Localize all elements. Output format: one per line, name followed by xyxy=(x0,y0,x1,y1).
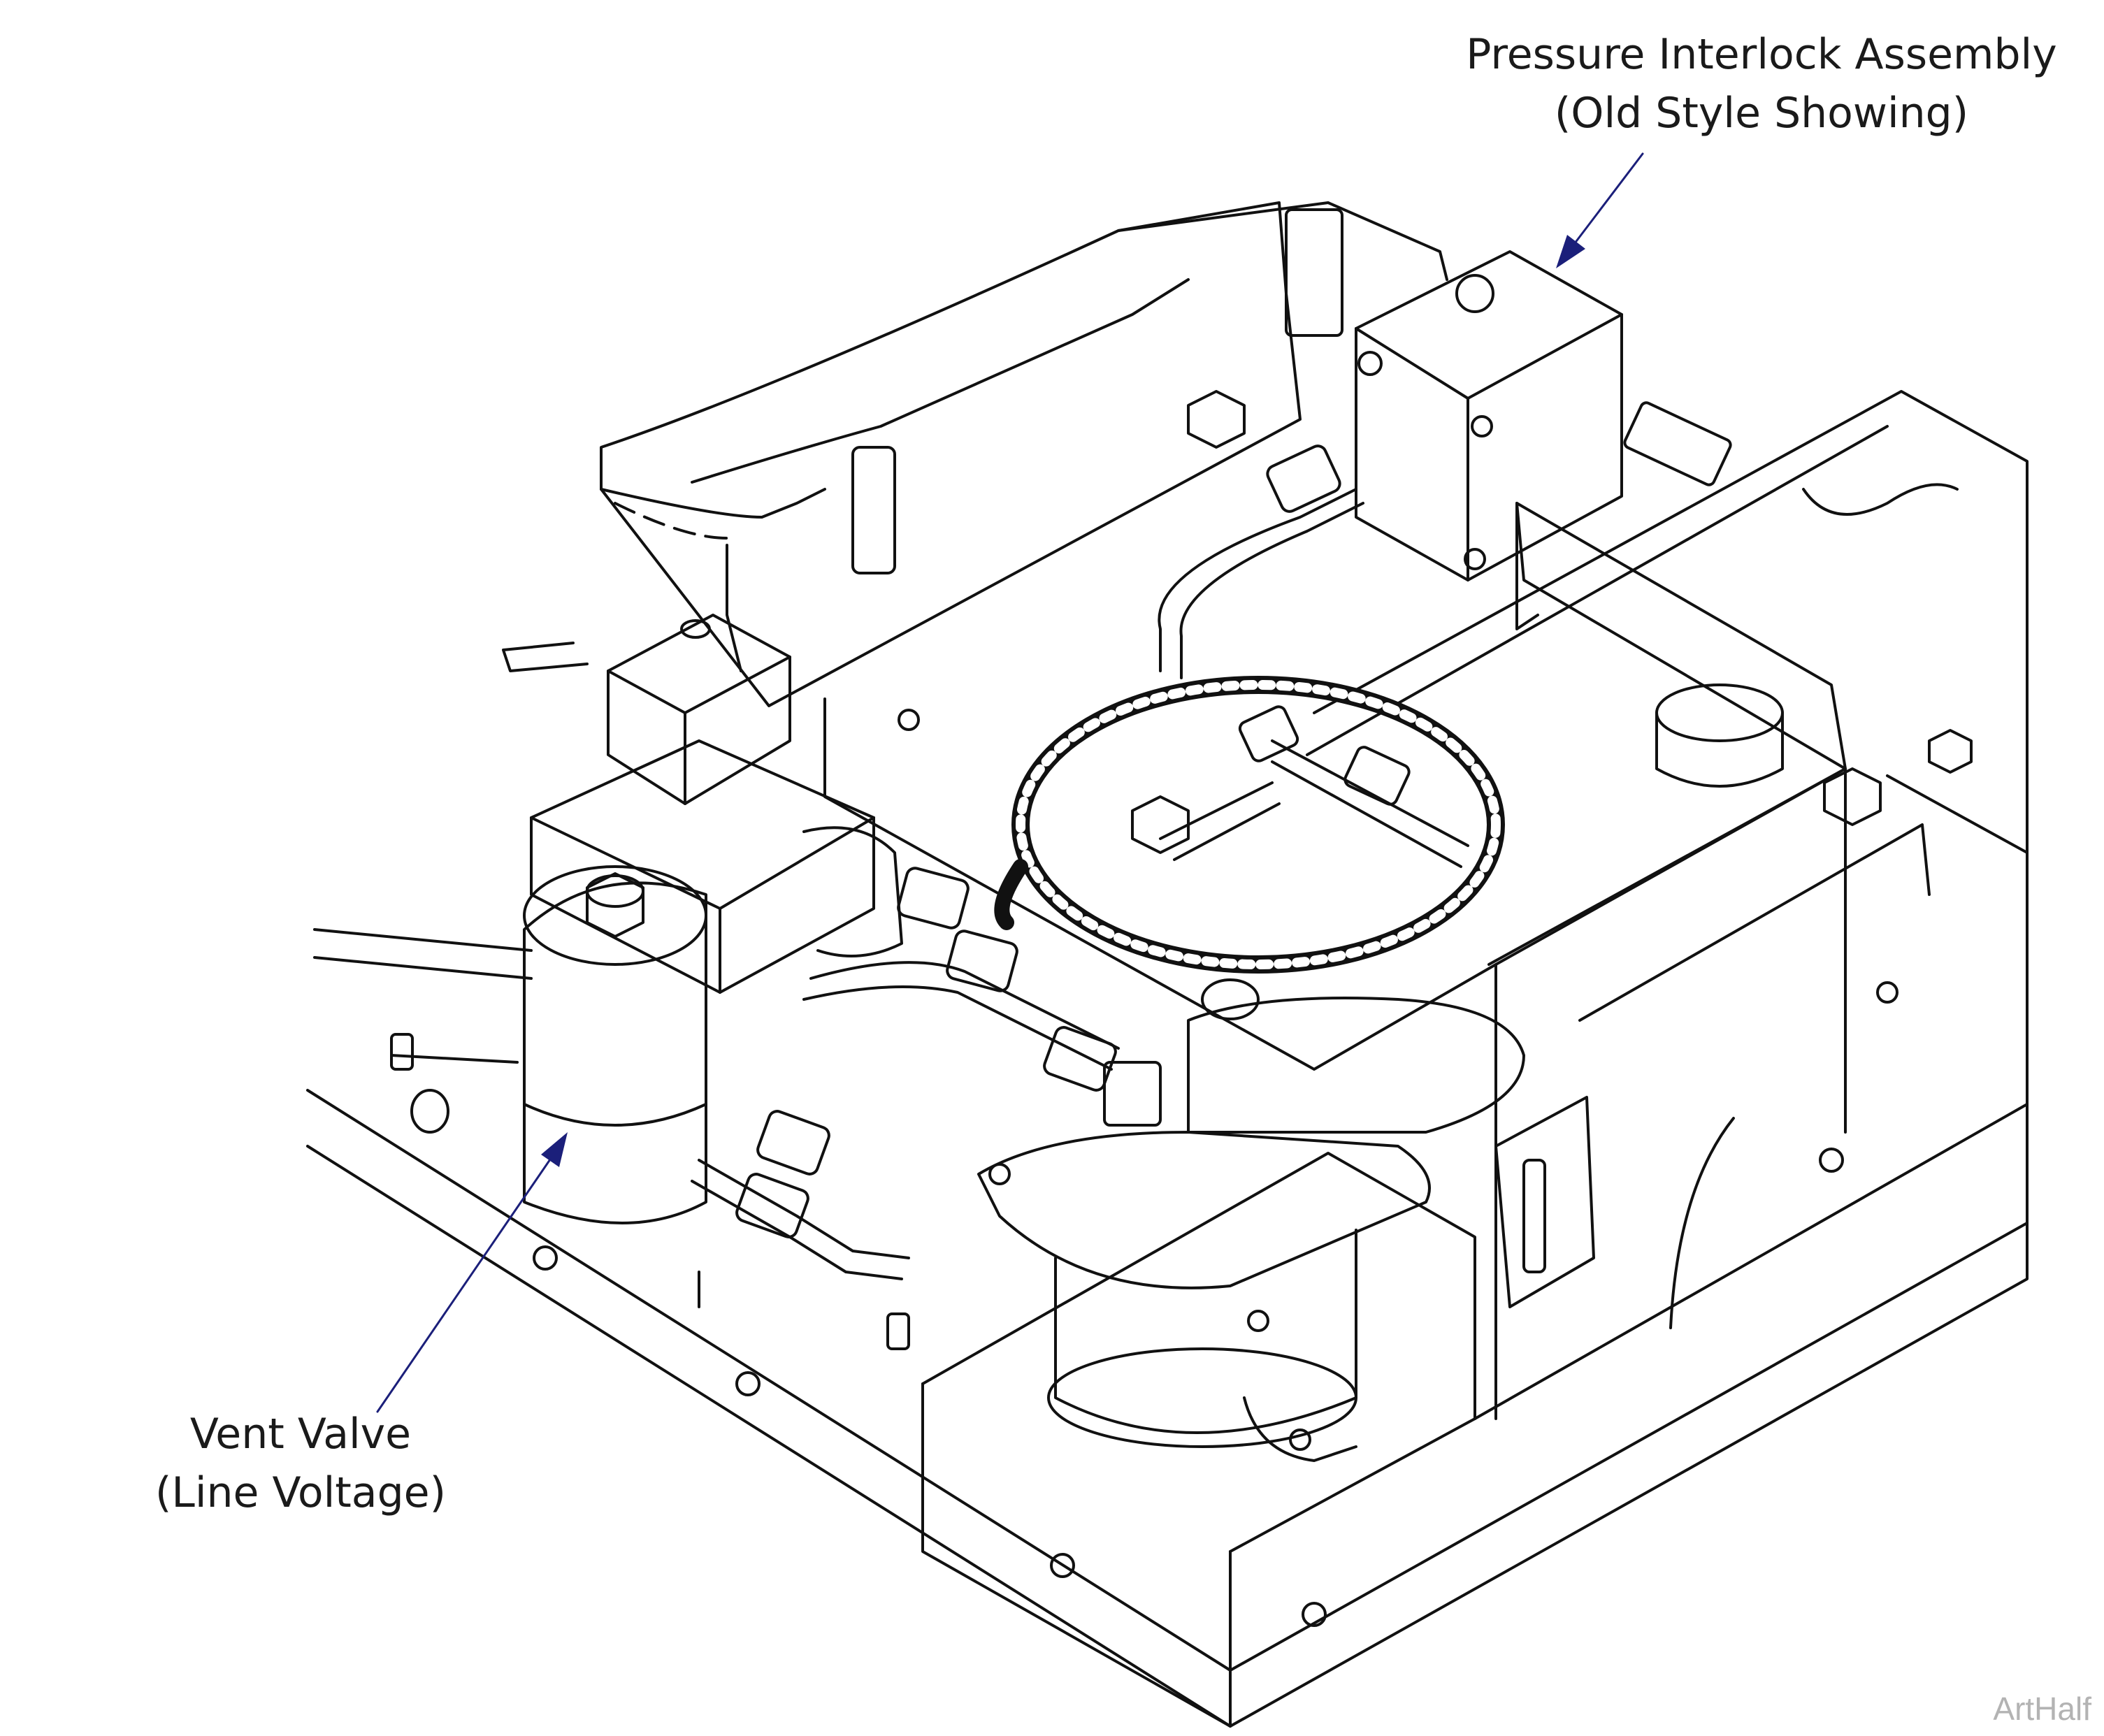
back-panel xyxy=(600,201,1448,707)
tubing xyxy=(691,444,1469,1280)
watermark-text: ArtHalf xyxy=(1993,1691,2091,1727)
leader-pressure-interlock xyxy=(1556,152,1644,268)
vent-valve-label: Vent Valve (Line Voltage) xyxy=(105,1405,496,1522)
pressure-interlock-label-line1: Pressure Interlock Assembly xyxy=(1466,30,2057,79)
fasteners xyxy=(533,390,1973,1627)
vent-valve xyxy=(313,614,903,1224)
pressure-interlock-label: Pressure Interlock Assembly (Old Style S… xyxy=(1426,25,2097,143)
pressure-interlock-label-line2: (Old Style Showing) xyxy=(1554,89,1969,138)
pump-motor xyxy=(977,978,1525,1462)
pressure-interlock-assembly xyxy=(1355,250,1959,788)
leader-vent-valve xyxy=(376,1132,568,1413)
coiled-hose xyxy=(994,676,1505,974)
chassis xyxy=(306,390,2029,1728)
vent-valve-label-line2: (Line Voltage) xyxy=(155,1468,446,1517)
vent-valve-label-line1: Vent Valve xyxy=(189,1410,412,1459)
